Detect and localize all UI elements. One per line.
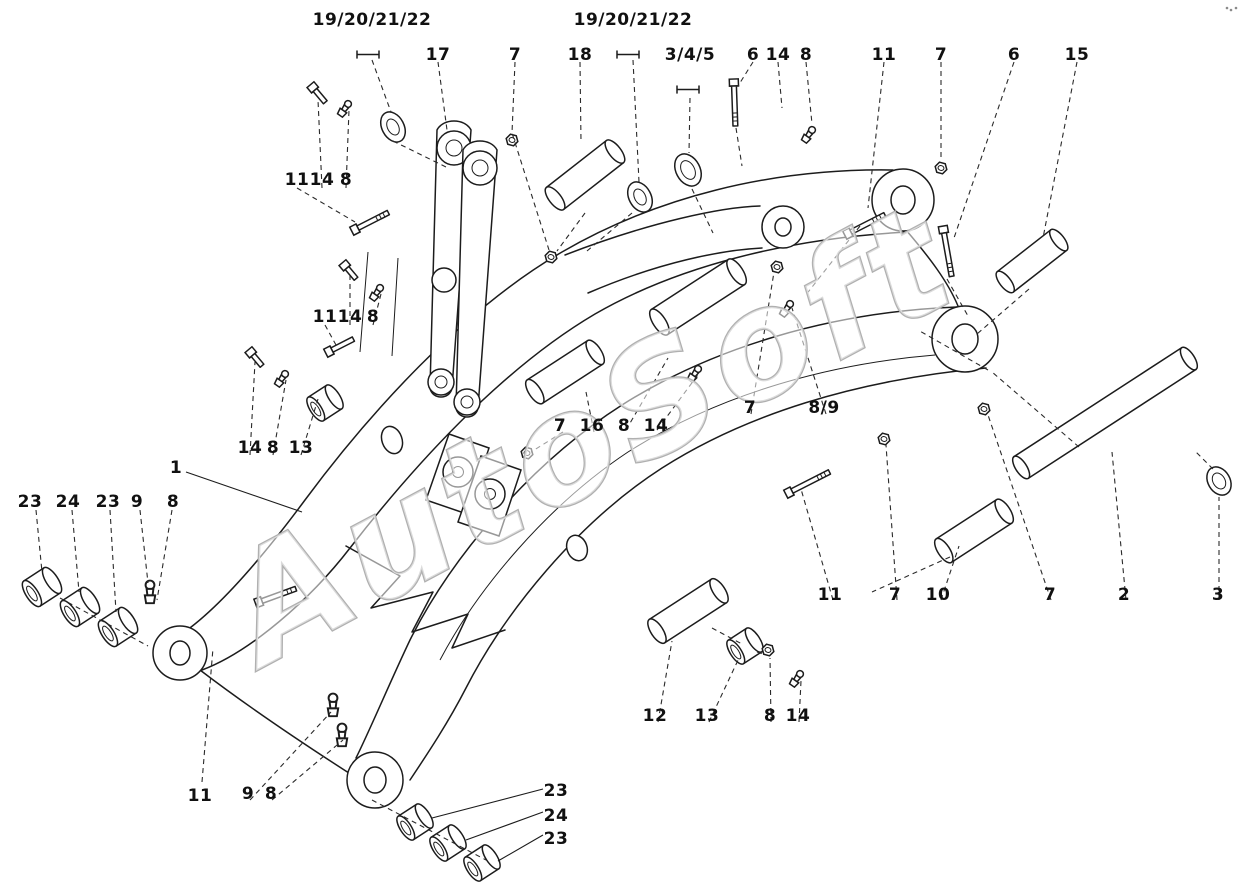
bolt-7-middle — [782, 469, 832, 500]
bolt-11-left-lower — [322, 336, 356, 359]
grease-fitting-8-e — [686, 364, 703, 384]
bolt-14-left-mid — [337, 258, 359, 282]
pin-16 — [524, 339, 606, 405]
rear-pivot-boss-far — [871, 168, 935, 232]
washer-3-4-5 — [673, 153, 703, 187]
pin-15 — [995, 228, 1069, 294]
nut-8-lower — [761, 643, 775, 657]
watermark-text: AutoSoft — [191, 172, 982, 703]
link-plates-17 — [427, 120, 498, 418]
rear-pivot-boss-upper — [761, 205, 805, 249]
rear-pivot-boss-near — [931, 305, 999, 373]
grease-fitting-14-lower — [788, 669, 805, 689]
boom-arm-assembly — [152, 168, 999, 809]
pin-10 — [933, 498, 1015, 564]
pin-18 — [544, 139, 626, 211]
bushing-13-upper — [306, 384, 344, 422]
bolt-6-top — [728, 78, 740, 127]
group-bracket-marks — [356, 50, 700, 94]
nut-7-e — [770, 260, 784, 274]
grease-fitting-8-d — [800, 125, 817, 145]
washer-19-22-right — [626, 181, 654, 213]
bushing-23-left-b — [97, 606, 139, 648]
bolt-11-right — [841, 211, 887, 241]
grease-fitting-8-a — [336, 99, 353, 119]
front-cross-tube-boss-near — [346, 751, 404, 809]
nut-7-c — [520, 446, 534, 460]
nut-7-g — [977, 402, 991, 416]
washer-3-right — [1206, 466, 1232, 496]
grease-fitting-9-bottom — [326, 692, 340, 718]
front-cross-tube-boss-far — [152, 625, 208, 681]
nut-7-d — [934, 161, 948, 175]
cylinder-mount-brackets — [345, 433, 522, 649]
washer-19-22-left — [379, 111, 407, 143]
leader-lines — [35, 59, 1220, 801]
bushing-13-lower — [726, 627, 764, 665]
bolt-11-left-upper — [348, 209, 391, 237]
bushing-23-bottom-a — [396, 803, 434, 841]
nut-7-b — [544, 250, 558, 264]
nut-7-a — [505, 133, 519, 147]
bushing-23-bottom-b — [463, 844, 501, 882]
bolt-6-right — [937, 224, 955, 278]
nut-7-f — [877, 432, 891, 446]
grease-fitting-8-c — [273, 369, 290, 389]
grease-fitting-9-left — [143, 579, 157, 605]
bolt-14-left-lower — [243, 345, 265, 369]
grease-fitting-8-9-mid — [778, 299, 795, 319]
bolt-9-left — [252, 585, 298, 609]
assembly-axis-lines — [59, 127, 1214, 861]
pin-middle — [648, 258, 748, 336]
bushing-24-left — [59, 586, 101, 628]
grease-fitting-8-b — [368, 283, 385, 303]
bushing-24-bottom — [429, 824, 467, 862]
solid-leader-lines — [185, 471, 544, 862]
pin-2 — [1011, 346, 1199, 480]
bolt-14-topleft — [305, 80, 328, 105]
pin-12 — [647, 577, 729, 645]
corner-mark — [1225, 6, 1238, 12]
grease-fitting-8-bottom — [335, 722, 349, 748]
bushing-23-left-a — [21, 566, 63, 608]
